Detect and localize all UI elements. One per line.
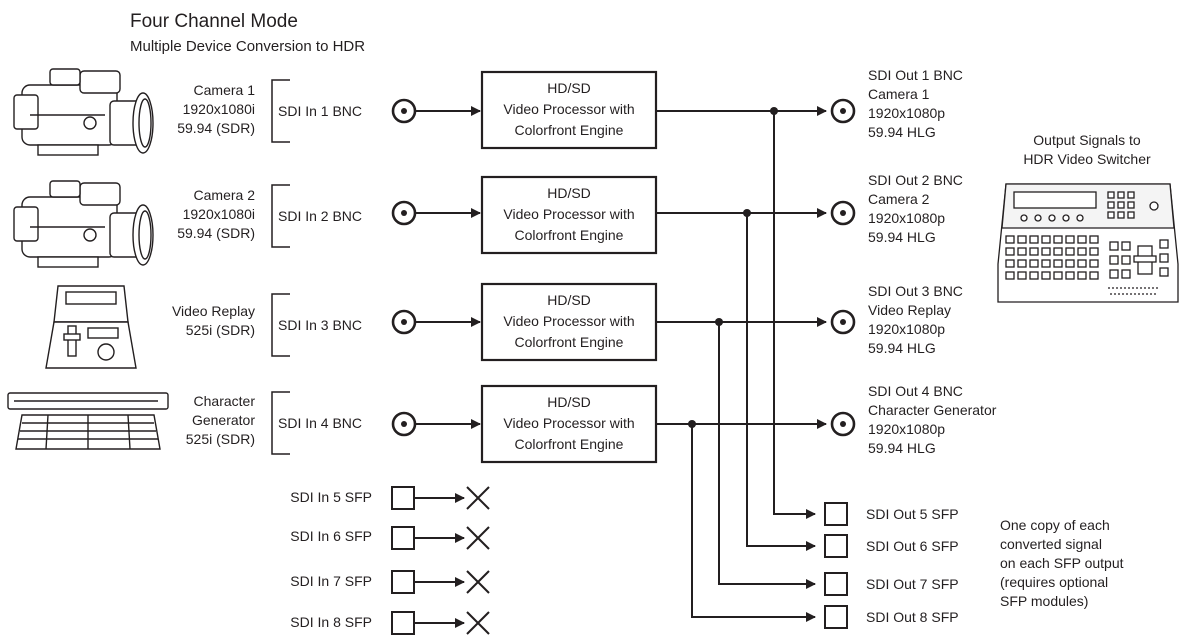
sdi-in-1-label: SDI In 1 BNC: [278, 103, 362, 119]
sfp-note-line: SFP modules): [1000, 593, 1088, 609]
source-label-line: 59.94 (SDR): [177, 225, 255, 241]
source-label-line: Character: [194, 393, 256, 409]
output-label-line: 1920x1080p: [868, 210, 945, 226]
source-label-line: 525i (SDR): [186, 322, 255, 338]
junction-dot: [688, 420, 696, 428]
sdi-in-3-label: SDI In 3 BNC: [278, 317, 362, 333]
sfp-output-port-7: [824, 572, 848, 596]
sdi-out-sfp-label: SDI Out 6 SFP: [866, 538, 959, 554]
switcher-label-line: Output Signals to: [1033, 132, 1141, 148]
sfp-output-tap-6: [746, 213, 816, 551]
output-label-line: 1920x1080p: [868, 105, 945, 121]
sdi-out-sfp-label: SDI Out 8 SFP: [866, 609, 959, 625]
camera-icon: [13, 68, 154, 156]
processor-line: Video Processor with: [503, 206, 634, 222]
sfp-note-line: One copy of each: [1000, 517, 1110, 533]
output-label-line: SDI Out 3 BNC: [868, 283, 963, 299]
junction-dot: [715, 318, 723, 326]
switcher-label-line: HDR Video Switcher: [1023, 151, 1151, 167]
camera-icon: [13, 180, 154, 268]
output-label-line: 1920x1080p: [868, 421, 945, 437]
source-label-1: Camera 1 1920x1080i 59.94 (SDR): [177, 82, 255, 136]
diagram-subtitle: Multiple Device Conversion to HDR: [130, 38, 365, 55]
sfp-output-tap-8: [691, 424, 816, 622]
sdi-in-sfp-label: SDI In 5 SFP: [290, 489, 372, 505]
sfp-output-port-6: [824, 534, 848, 558]
sdi-in-sfp-label: SDI In 7 SFP: [290, 573, 372, 589]
source-label-line: 525i (SDR): [186, 431, 255, 447]
sfp-input-port-8: [391, 611, 415, 635]
sfp-input-port-5: [391, 486, 415, 510]
junction-dot: [770, 107, 778, 115]
sdi-in-4-label: SDI In 4 BNC: [278, 415, 362, 431]
video-processor-box-2: [480, 175, 658, 255]
sdi-out-sfp-label: SDI Out 5 SFP: [866, 506, 959, 522]
output-label-line: SDI Out 2 BNC: [868, 172, 963, 188]
source-label-2: Camera 2 1920x1080i 59.94 (SDR): [177, 187, 255, 241]
processor-line: Colorfront Engine: [515, 227, 624, 243]
sfp-output-tap-7: [718, 322, 816, 589]
source-label-4: Character Generator 525i (SDR): [186, 393, 256, 447]
output-label-line: SDI Out 4 BNC: [868, 383, 963, 399]
not-connected-x-icon: [466, 486, 490, 510]
output-label-line: Camera 1: [868, 86, 930, 102]
processor-line: HD/SD: [547, 80, 591, 96]
source-label-line: 59.94 (SDR): [177, 120, 255, 136]
video-processor-box-4: [480, 384, 658, 464]
sfp-output-tap-5: [773, 111, 816, 519]
sdi-out-sfp-label: SDI Out 7 SFP: [866, 576, 959, 592]
output-label-line: 59.94 HLG: [868, 229, 936, 245]
processor-line: Video Processor with: [503, 101, 634, 117]
sdi-in-sfp-label: SDI In 6 SFP: [290, 528, 372, 544]
source-label-line: Camera 2: [194, 187, 256, 203]
sfp-input-port-6: [391, 526, 415, 550]
not-connected-x-icon: [466, 526, 490, 550]
input-bracket: [271, 391, 290, 455]
source-label-line: Camera 1: [194, 82, 256, 98]
replay-controller-icon: [45, 285, 137, 369]
processor-line: Colorfront Engine: [515, 436, 624, 452]
sfp-output-port-8: [824, 605, 848, 629]
output-label-line: 59.94 HLG: [868, 340, 936, 356]
video-processor-box-1: [480, 70, 658, 150]
sfp-note-line: converted signal: [1000, 536, 1102, 552]
sdi-in-sfp-label: SDI In 8 SFP: [290, 614, 372, 630]
sfp-input-port-7: [391, 570, 415, 594]
sfp-note-line: (requires optional: [1000, 574, 1108, 590]
source-label-line: 1920x1080i: [183, 206, 255, 222]
video-processor-box-3: [480, 282, 658, 362]
junction-dot: [743, 209, 751, 217]
processor-line: HD/SD: [547, 185, 591, 201]
input-bracket: [271, 293, 290, 357]
output-label-line: SDI Out 1 BNC: [868, 67, 963, 83]
input-bracket: [271, 79, 290, 143]
input-bracket: [271, 184, 290, 248]
sdi-in-2-label: SDI In 2 BNC: [278, 208, 362, 224]
processor-line: HD/SD: [547, 292, 591, 308]
diagram-title: Four Channel Mode: [130, 11, 298, 32]
output-label-line: Video Replay: [868, 302, 951, 318]
output-label-line: 1920x1080p: [868, 321, 945, 337]
source-label-line: 1920x1080i: [183, 101, 255, 117]
processor-line: Video Processor with: [503, 313, 634, 329]
processor-line: Colorfront Engine: [515, 122, 624, 138]
not-connected-x-icon: [466, 611, 490, 635]
output-label-line: Camera 2: [868, 191, 930, 207]
source-label-line: Generator: [192, 412, 255, 428]
output-label-line: 59.94 HLG: [868, 124, 936, 140]
processor-line: Colorfront Engine: [515, 334, 624, 350]
output-label-line: 59.94 HLG: [868, 440, 936, 456]
hdr-video-switcher-icon: [997, 183, 1179, 303]
source-label-3: Video Replay 525i (SDR): [172, 303, 255, 338]
sfp-output-port-5: [824, 502, 848, 526]
processor-line: HD/SD: [547, 394, 591, 410]
output-label-line: Character Generator: [868, 402, 997, 418]
source-label-line: Video Replay: [172, 303, 255, 319]
sfp-note-line: on each SFP output: [1000, 555, 1124, 571]
character-generator-keyboard-icon: [7, 392, 169, 450]
not-connected-x-icon: [466, 570, 490, 594]
processor-line: Video Processor with: [503, 415, 634, 431]
